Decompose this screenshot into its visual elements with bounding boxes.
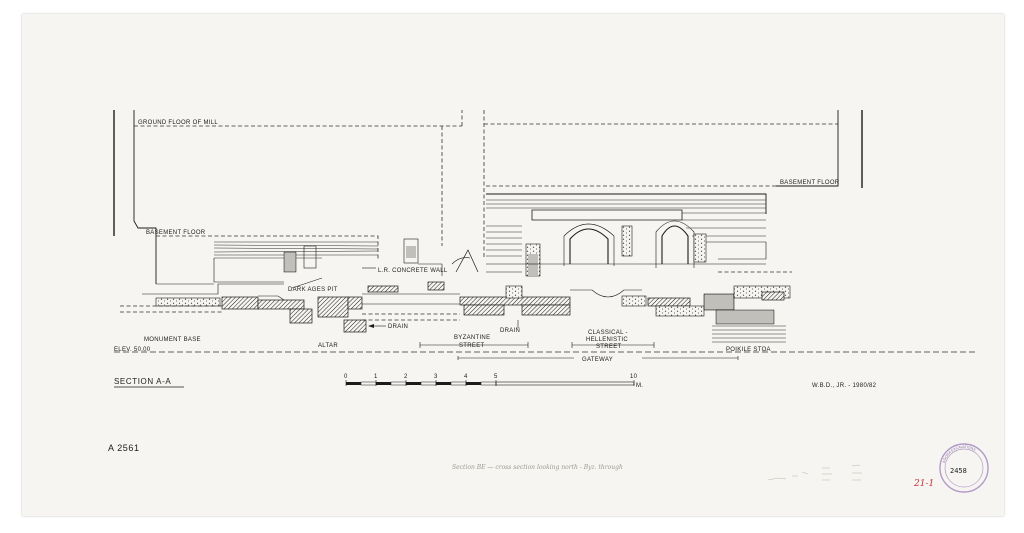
poikile-stoa-label: POIKILE STOA: [726, 347, 771, 353]
svg-text:AGORA EXCAVATIONS: AGORA EXCAVATIONS: [942, 445, 977, 463]
scale-tick-4: 4: [464, 374, 468, 380]
scale-bar: 0 1 2 3 4 5 10 M.: [344, 374, 643, 389]
pencil-note: Section BE — cross section looking north…: [452, 464, 623, 471]
basement-floor-left-label: BASEMENT FLOOR: [146, 230, 206, 236]
classical-street-label-3: STREET: [596, 344, 622, 350]
mill-outline: [113, 110, 863, 284]
author-date: W.B.D., JR. - 1980/82: [812, 383, 877, 389]
dark-ages-pit-label: DARK AGES PIT: [288, 287, 338, 293]
left-strata: [213, 238, 443, 283]
section-drawing: GROUND FLOOR OF MILL BASEMENT FLOOR BASE…: [108, 110, 989, 493]
drain-left-label: DRAIN: [388, 324, 408, 330]
red-mark: 21-1: [913, 479, 934, 489]
leader-lines: [291, 249, 519, 328]
museum-stamp: AGORA EXCAVATIONS 2458: [939, 443, 989, 493]
ground-floor-label: GROUND FLOOR OF MILL: [138, 120, 218, 126]
scale-tick-0: 0: [344, 374, 348, 380]
scale-tick-1: 1: [374, 374, 378, 380]
elevation-label: ELEV. 50.00: [114, 347, 151, 353]
stamp-ring-text: AGORA EXCAVATIONS: [942, 445, 977, 463]
scale-tick-5: 5: [494, 374, 498, 380]
foundations: [120, 281, 791, 343]
catalog-number: A 2561: [108, 443, 140, 453]
monument-base-label: MONUMENT BASE: [144, 337, 201, 343]
scale-unit: M.: [636, 383, 643, 389]
dimension-brackets: [419, 342, 739, 360]
drawing-sheet: GROUND FLOOR OF MILL BASEMENT FLOOR BASE…: [22, 14, 1004, 516]
classical-street-label-1: CLASSICAL -: [588, 330, 628, 336]
right-strata: [486, 199, 792, 277]
stamp-number: 2458: [950, 467, 967, 475]
byzantine-street-label-1: BYZANTINE: [454, 335, 490, 341]
pencil-scribbles: [767, 464, 862, 481]
section-title: SECTION A-A: [114, 377, 171, 386]
byzantine-street-label-2: STREET: [459, 343, 485, 349]
scale-tick-10: 10: [630, 374, 638, 380]
altar-label: ALTAR: [318, 343, 338, 349]
concrete-wall-label: L.R. CONCRETE WALL: [378, 268, 448, 274]
gateway-label: GATEWAY: [582, 357, 613, 363]
drain-right-label: DRAIN: [500, 328, 520, 334]
basement-floor-right-label: BASEMENT FLOOR: [780, 180, 840, 186]
classical-street-label-2: HELLENISTIC: [586, 337, 628, 343]
scale-tick-2: 2: [404, 374, 408, 380]
scale-tick-3: 3: [434, 374, 438, 380]
